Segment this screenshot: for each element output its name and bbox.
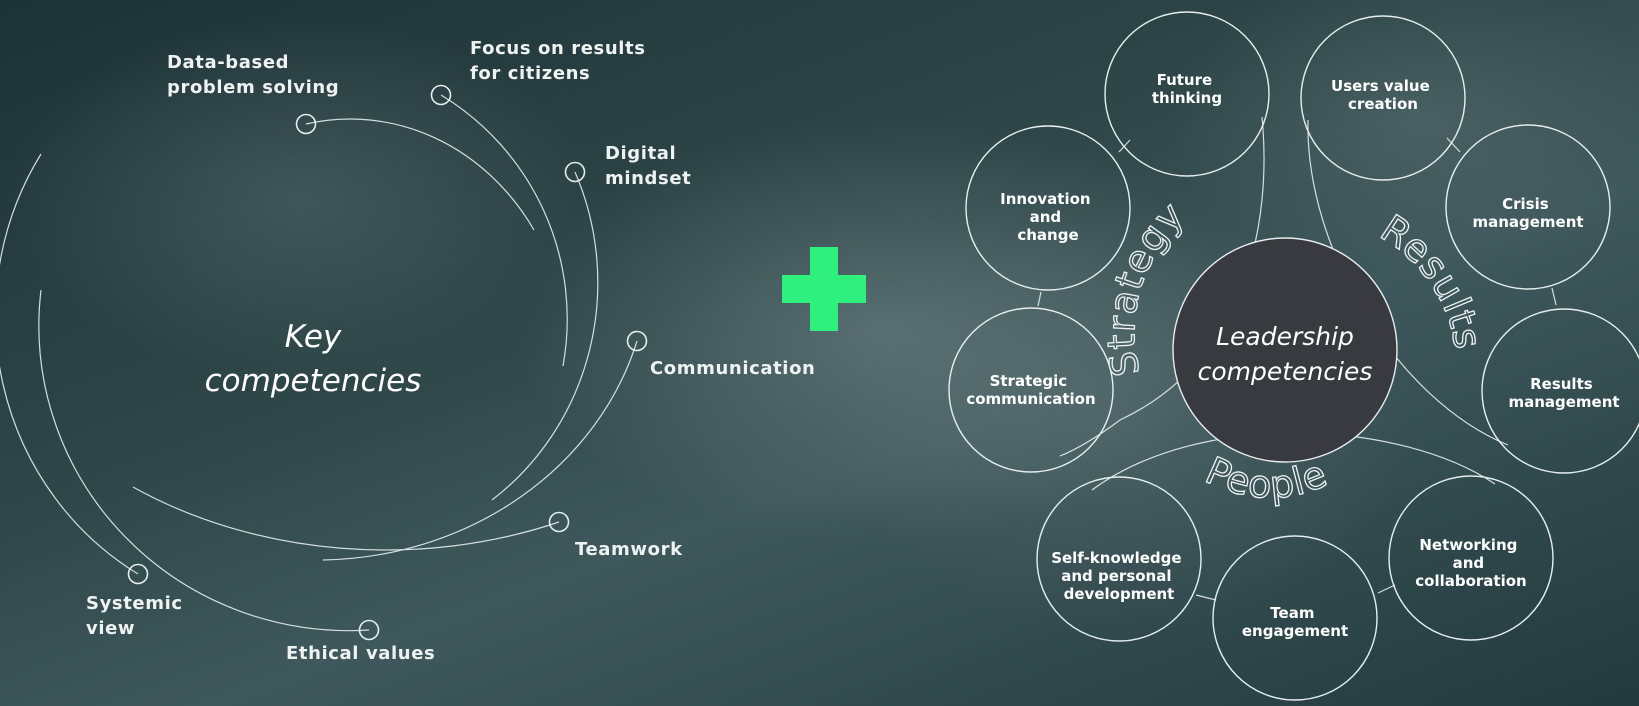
- node-ethical-values: [358, 619, 380, 641]
- arc-ethical-values: [38, 289, 370, 632]
- node-communication: [626, 330, 648, 352]
- bubble-crisis: [1445, 124, 1611, 290]
- bubble-users-value: [1300, 15, 1466, 181]
- label-systemic-view: Systemic view: [86, 593, 183, 639]
- arc-focus-results: [440, 94, 568, 367]
- bubble-innovation: [965, 125, 1131, 291]
- crisis-label: Crisis management: [1472, 195, 1583, 231]
- node-focus-results: [430, 84, 452, 106]
- team-engagement-label: Team engagement: [1242, 604, 1348, 640]
- arc-systemic-view: [0, 153, 139, 575]
- label-teamwork: Teamwork: [575, 539, 683, 560]
- node-teamwork: [548, 511, 570, 533]
- bubble-self-knowledge: [1036, 476, 1202, 642]
- leadership-center-line-1: Leadership: [1216, 322, 1354, 351]
- strategic-communication-label: Strategic communication: [966, 372, 1095, 408]
- arc-teamwork: [132, 486, 560, 551]
- leadership-center: [1172, 237, 1398, 463]
- users-value-label: Users value creation: [1331, 77, 1435, 113]
- label-communication: Communication: [650, 358, 816, 379]
- arc-communication: [322, 340, 638, 561]
- bubble-results-management: [1481, 308, 1639, 474]
- bubble-team-engagement: [1212, 535, 1378, 701]
- label-ethical-values: Ethical values: [286, 643, 436, 664]
- bubble-networking: [1388, 475, 1554, 641]
- node-data-based: [295, 113, 317, 135]
- label-digital-mindset: Digital mindset: [605, 143, 692, 189]
- bubble-future-thinking: [1104, 11, 1270, 177]
- future-thinking-label: Future thinking: [1152, 71, 1222, 107]
- leadership-center-line-2: competencies: [1198, 357, 1373, 386]
- results-management-label: Results management: [1508, 375, 1619, 411]
- plus-icon: [782, 247, 866, 331]
- self-knowledge-label: Self-knowledge and personal development: [1051, 549, 1187, 603]
- label-data-based: Data-based problem solving: [167, 52, 340, 98]
- bubble-strategic-communication: [948, 307, 1114, 473]
- key-competencies-title: Key competencies: [204, 319, 422, 399]
- label-focus-results: Focus on results for citizens: [470, 38, 646, 84]
- node-systemic-view: [127, 563, 149, 585]
- arc-data-based: [305, 118, 535, 231]
- networking-label: Networking and collaboration: [1415, 536, 1526, 590]
- innovation-label: Innovation and change: [1000, 190, 1096, 244]
- node-digital-mindset: [564, 161, 586, 183]
- arc-digital-mindset: [491, 171, 599, 501]
